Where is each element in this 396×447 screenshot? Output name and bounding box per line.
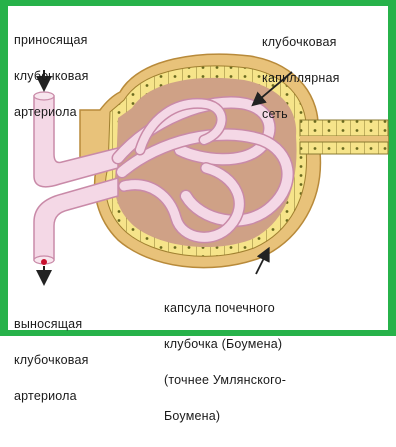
capillary-label-line-2: капиллярная xyxy=(262,72,340,84)
efferent-arrow-dot xyxy=(41,259,47,265)
efferent-label-line-3: артериола xyxy=(14,390,89,402)
afferent-arteriole-label: приносящая клубочковая артериола xyxy=(14,10,89,142)
capillary-label-line-3: сеть xyxy=(262,108,340,120)
capsule-label-line-2: клубочка (Боумена) xyxy=(164,338,286,350)
efferent-arteriole-label: выносящая клубочковая артериола xyxy=(14,294,89,426)
afferent-label-line-2: клубочковая xyxy=(14,70,89,82)
capsule-label-line-3: (точнее Умлянского- xyxy=(164,374,286,386)
capillary-label-line-1: клубочковая xyxy=(262,36,340,48)
bowman-capsule-label: капсула почечного клубочка (Боумена) (то… xyxy=(164,278,286,446)
capsule-label-line-4: Боумена) xyxy=(164,410,286,422)
glomerulus-diagram: приносящая клубочковая артериола клубочк… xyxy=(0,0,396,336)
efferent-label-line-1: выносящая xyxy=(14,318,89,330)
capsule-label-line-1: капсула почечного xyxy=(164,302,286,314)
efferent-label-line-2: клубочковая xyxy=(14,354,89,366)
afferent-label-line-1: приносящая xyxy=(14,34,89,46)
capillary-network-label: клубочковая капиллярная сеть xyxy=(262,12,340,144)
afferent-label-line-3: артериола xyxy=(14,106,89,118)
